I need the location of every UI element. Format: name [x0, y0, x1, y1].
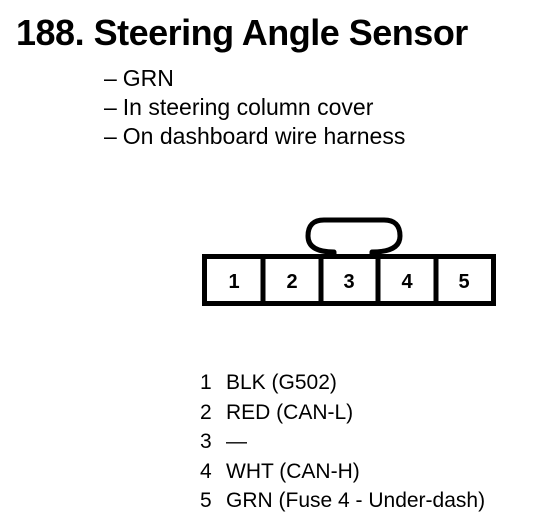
pin-description: — [226, 430, 247, 453]
pinout-item: 5 GRN (Fuse 4 - Under-dash) [200, 486, 485, 516]
note-text: On dashboard wire harness [122, 123, 406, 149]
pin-description: BLK (G502) [226, 371, 337, 394]
connector-notes: –GRN –In steering column cover –On dashb… [104, 64, 405, 151]
pin-label-1: 1 [228, 271, 239, 293]
pin-description: RED (CAN-L) [226, 400, 354, 424]
pin-label-5: 5 [458, 271, 469, 293]
pin-number: 4 [200, 459, 212, 483]
note-harness: –On dashboard wire harness [104, 122, 405, 151]
pinout-item: 2 RED (CAN-L) [200, 398, 485, 428]
connector-lock-tab [305, 217, 403, 256]
note-dash: – [104, 65, 117, 91]
pin-label-4: 4 [401, 271, 413, 293]
pin-number: 3 [200, 430, 212, 453]
pin-description: GRN (Fuse 4 - Under-dash) [226, 489, 486, 512]
connector-diagram: 1 2 3 4 5 [200, 214, 500, 310]
note-text: In steering column cover [122, 94, 374, 120]
note-text: GRN [122, 65, 174, 91]
pin-label-3: 3 [343, 271, 354, 293]
note-color: –GRN [104, 64, 405, 93]
pin-description: WHT (CAN-H) [226, 459, 360, 483]
pinout-item: 3— [200, 427, 485, 457]
connector-face: 1 2 3 4 5 [202, 217, 496, 306]
page-title: 188. Steering Angle Sensor [16, 12, 468, 53]
pin-number: 2 [200, 400, 212, 424]
note-location: –In steering column cover [104, 93, 405, 122]
connector-body [202, 254, 496, 306]
pinout-item: 1 BLK (G502) [200, 368, 485, 398]
pin-number: 5 [200, 489, 212, 512]
pin-label-2: 2 [286, 271, 297, 293]
pinout-item: 4 WHT (CAN-H) [200, 457, 485, 487]
note-dash: – [104, 94, 117, 120]
note-dash: – [104, 123, 117, 149]
pin-number: 1 [200, 371, 212, 394]
